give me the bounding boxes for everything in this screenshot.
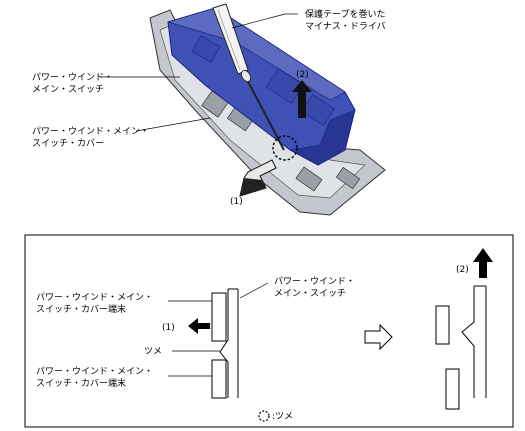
cover-callout-line1: パワー・ウインド・メイン・ [32,126,149,137]
top-illustration: (2) (1) 保護テープを巻いた マイナス・ドライバ パワー・ウインド・ メイ… [32,3,386,216]
screwdriver-callout-line1: 保護テープを巻いた [305,8,385,20]
claw-legend-icon [258,410,270,422]
screwdriver [212,3,285,151]
detail-step-push-label: (1) [162,323,175,333]
detail-before [188,288,239,399]
detail-switch-callout-line1: パワー・ウインド・ [274,276,355,287]
cover-end-bottom-callout-line2: スイッチ・カバー端末 [36,377,126,389]
claw-marker [272,135,298,161]
lift-arrow [292,80,312,118]
claw-callout: ツメ [144,347,162,357]
switch-callout-line2: メイン・スイッチ [32,84,104,95]
push-arrow [239,159,277,197]
cover-end-top-callout-line2: スイッチ・カバー端末 [36,303,126,315]
transition-arrow [364,323,393,351]
step-push-label: (1) [230,197,243,207]
screwdriver-callout-line2: マイナス・ドライバ [305,21,386,32]
switch-callout-line1: パワー・ウインド・ [32,72,113,83]
detail-after [435,248,493,410]
step-lift-label: (2) [296,70,309,80]
cover-callout-line2: スイッチ・カバー [32,138,104,149]
cover-end-bottom-callout-line1: パワー・ウインド・メイン・ [36,366,153,377]
detail-box: (1) (2) パワー・ウインド・ メイン・スイッチ パワー・ウインド・メイン・… [24,234,514,428]
detail-switch-callout-line2: メイン・スイッチ [274,288,346,299]
cover-end-top-callout-line1: パワー・ウインド・メイン・ [36,292,153,303]
claw-legend-label: :ツメ [272,412,293,422]
detail-step-lift-label: (2) [456,265,469,275]
